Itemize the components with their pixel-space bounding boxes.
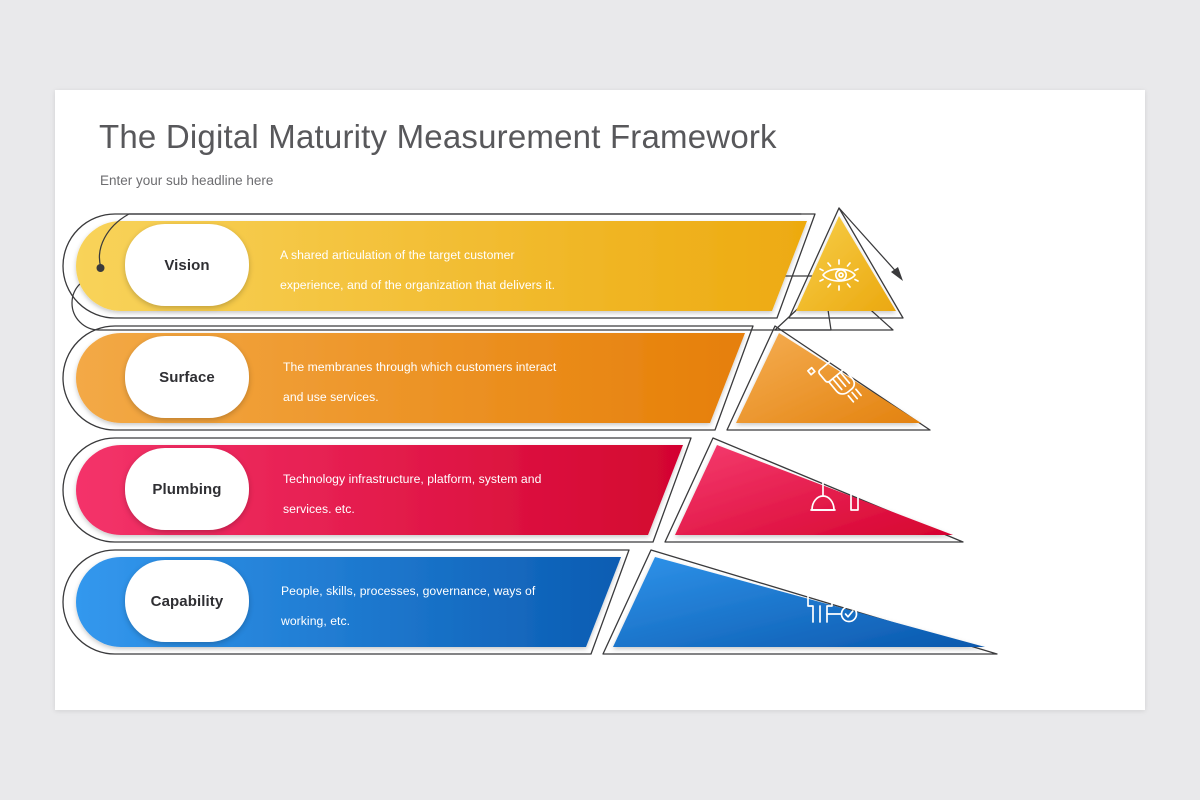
vision-bar-outline [62,213,816,319]
eye-icon [819,259,859,291]
person-checklist-icon [807,577,858,623]
level-label-capability: Capability [150,592,224,610]
plumbing-bar-outline [62,437,692,543]
flow-arrow [96,207,903,281]
page-title: The Digital Maturity Measurement Framewo… [99,118,777,155]
pyramid-diagram: Vision Surface Plumbing Capability A sha… [55,90,1145,710]
hand-polish-icon [807,346,862,403]
page-subtitle: Enter your sub headline here [100,173,274,188]
level-label-vision: Vision [164,256,210,274]
level-label-surface: Surface [159,368,215,386]
surface-bar-outline [62,325,754,431]
capability-bar-outline [62,549,630,655]
arrow-head [891,267,903,281]
capability-triangle-outline [602,549,998,655]
surface-segment[interactable] [736,333,921,423]
level-label-plumbing: Plumbing [152,480,222,498]
slide-card: The Digital Maturity Measurement Framewo… [55,90,1145,710]
level-pill-surface[interactable]: Surface [125,336,249,418]
plunger-wrench-icon [810,467,860,511]
arrow-start-dot [96,264,105,272]
plumbing-segment[interactable] [675,445,953,535]
level-pill-plumbing[interactable]: Plumbing [125,448,249,530]
level-pill-capability[interactable]: Capability [125,560,249,642]
level-row-vision[interactable] [62,207,904,319]
level-pill-vision[interactable]: Vision [125,224,249,306]
vision-triangle-outline [788,207,904,319]
capability-segment[interactable] [613,557,985,647]
plumbing-triangle-outline [664,437,964,543]
vision-bar[interactable] [76,221,807,311]
vision-triangle[interactable] [796,216,896,311]
